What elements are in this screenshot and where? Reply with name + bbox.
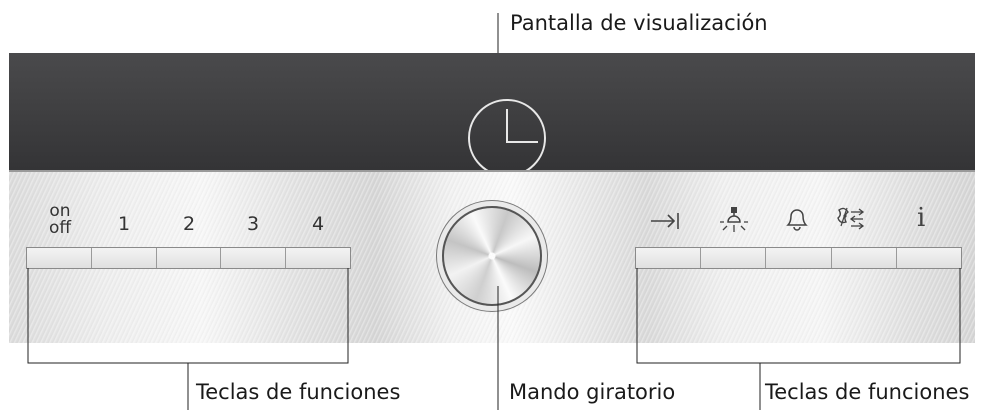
key-4-label: 4 [311,213,325,235]
oven-light-key-button[interactable] [700,248,766,268]
onoff-label-top: on [49,201,71,221]
display-screen [9,53,975,177]
tab-arrow-icon [651,213,679,229]
onoff-key-label: on off [40,203,80,237]
info-icon: i [917,203,926,233]
key-4-button[interactable] [285,248,350,268]
fan-key-button[interactable] [830,248,896,268]
left-keys-bracket [27,268,349,364]
key-3-label: 3 [246,213,260,235]
onoff-label-bottom: off [48,218,72,238]
display-callout-label: Pantalla de visualización [510,11,768,35]
key-1-button[interactable] [90,248,156,268]
bell-icon [786,209,808,231]
left-function-key-bar [26,247,351,269]
rotary-knob-callout-label: Mando giratorio [509,380,676,404]
key-1-label: 1 [117,213,131,235]
tab-arrow-key-button[interactable] [636,248,701,268]
right-function-key-bar [635,247,962,269]
onoff-key-button[interactable] [27,248,91,268]
left-function-keys-callout-label: Teclas de funciones [196,380,401,404]
oven-light-icon [720,207,748,232]
timer-key-button[interactable] [765,248,831,268]
key-3-button[interactable] [220,248,286,268]
info-key-button[interactable] [895,248,962,268]
key-2-label: 2 [182,213,196,235]
key-2-button[interactable] [155,248,221,268]
right-keys-bracket [636,268,961,364]
fan-icon [837,207,865,230]
right-function-keys-callout-label: Teclas de funciones [765,380,970,404]
rotary-knob[interactable] [442,206,542,306]
